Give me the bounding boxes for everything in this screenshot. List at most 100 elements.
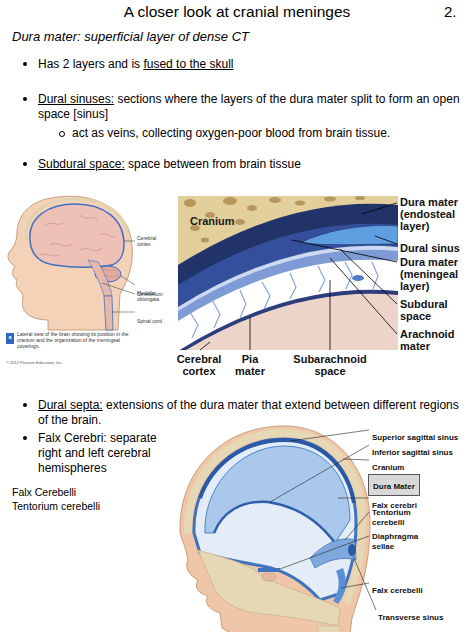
- figure-label: Cerebral cortex: [174, 353, 224, 377]
- figure-label: Transverse sinus: [378, 613, 443, 623]
- page-title: A closer look at cranial meninges: [124, 3, 351, 21]
- bullet-item: act as veins, collecting oxygen-poor blo…: [72, 126, 464, 141]
- head-lateral-figure-part: [30, 204, 124, 267]
- figure-label: Inferior sagittal sinus: [372, 448, 453, 458]
- meninges-section-part: [300, 226, 398, 245]
- head-sagittal-figure-part: [318, 626, 340, 632]
- underlined-term: Dural septa:: [38, 398, 103, 412]
- bullet-text: act as veins, collecting oxygen-poor blo…: [72, 126, 390, 140]
- meninges-section-part: [352, 275, 364, 281]
- head-sagittal-figure-part: [200, 440, 354, 503]
- head-lateral-figure-part: [88, 260, 112, 296]
- figure-label: Cerebral cortex: [137, 236, 171, 248]
- meninges-section-part-part: [247, 205, 257, 211]
- head-sagittal-figure-part: [180, 426, 370, 632]
- head-lateral-figure-part: [40, 215, 116, 256]
- underlined-term: Dural sinuses:: [38, 92, 114, 106]
- label-holder: Arachnoid mater: [400, 328, 464, 352]
- bullet-text: space between from brain tissue: [128, 157, 301, 171]
- label-holder: Medulla oblongata: [137, 291, 171, 303]
- note-text: Falx Cerebelli: [12, 486, 76, 499]
- label-holder: Dura mater: superficial layer of dense C…: [12, 27, 249, 45]
- figure-label: Diaphragma sellae: [372, 532, 432, 551]
- label-holder: Spinal cord: [137, 309, 162, 327]
- label-holder: Cerebral cortex: [174, 353, 224, 377]
- label-holder: Dural sinus: [400, 238, 460, 256]
- page-number: 2.: [444, 3, 457, 21]
- label-holder: Subarachnoid space: [288, 353, 372, 377]
- bullet-item: Dural sinuses:sections where the layers …: [38, 92, 466, 122]
- label-holder: Subdural space: [400, 298, 462, 322]
- label-holder: Diaphragma sellae: [372, 532, 432, 551]
- figure-label: Cranium: [190, 215, 235, 227]
- head-sagittal-figure-part: [214, 502, 335, 543]
- figure-label: Medulla oblongata: [137, 291, 171, 303]
- head-lateral-figure-part: [104, 296, 113, 330]
- meninges-section-part-part: [235, 219, 245, 225]
- label-holder: Pia mater: [230, 353, 270, 377]
- meninges-section-part-part: [295, 201, 305, 206]
- label-holder: Lateral view of the brain showing its po…: [17, 332, 129, 349]
- label-holder: Transverse sinus: [378, 606, 443, 624]
- head-sagittal-figure-part: [333, 568, 346, 604]
- figure-label: Subarachnoid space: [288, 353, 372, 377]
- head-lateral-figure-part: [8, 196, 132, 330]
- figure-label: Arachnoid mater: [400, 328, 464, 352]
- head-sagittal-figure-part: [270, 430, 376, 610]
- copyright-note: © 2012 Pearson Education, Inc.: [6, 361, 63, 366]
- bullet-item: Has 2 layers and isfused to the skull: [38, 57, 463, 72]
- label-holder: 2.: [444, 3, 457, 21]
- head-lateral-figure: [8, 196, 135, 330]
- figure-label: Tentorium cerebelli: [372, 508, 432, 527]
- figure-label: Superior sagittal sinus: [372, 433, 458, 443]
- figure-label: Cranium: [372, 463, 404, 473]
- figure-letter-box: a: [6, 333, 14, 344]
- head-lateral-figure-part: [102, 241, 135, 312]
- head-sagittal-figure-part: [262, 573, 276, 581]
- bullet-item: Falx Cerebri: separate right and left ce…: [38, 431, 173, 476]
- label-holder: Falx Cerebelli: [12, 482, 76, 500]
- figure-label: Dural sinus: [400, 242, 460, 254]
- meninges-section-part-part: [201, 238, 209, 243]
- header-box: Dura Mater: [368, 474, 420, 496]
- bullet-item: Subdural space:space between from brain …: [38, 157, 463, 172]
- meninges-section-part-part: [355, 196, 365, 200]
- underlined-term: fused to the skull: [143, 57, 233, 71]
- label-holder: Tentorium cerebelli: [372, 508, 432, 527]
- figure-label: Spinal cord: [137, 319, 162, 325]
- label-holder: Tentorium cerebelli: [12, 496, 100, 514]
- note-text: Tentorium cerebelli: [12, 500, 100, 513]
- label-holder: Cranium: [190, 211, 235, 229]
- meninges-section-part-part: [223, 197, 237, 205]
- bullet-text: Has 2 layers and is: [38, 57, 140, 71]
- label-holder: Dura mater (meningeal layer): [400, 256, 470, 292]
- meninges-section-part: [178, 294, 398, 350]
- head-sagittal-figure: [180, 426, 376, 632]
- label-holder: © 2012 Pearson Education, Inc.: [6, 350, 63, 368]
- label-holder: Cranium: [372, 456, 404, 474]
- figure-caption: Lateral view of the brain showing its po…: [17, 332, 129, 349]
- label-holder: Inferior sagittal sinus: [372, 441, 453, 459]
- section-heading: Dura mater: superficial layer of dense C…: [12, 29, 249, 45]
- head-sagittal-figure-part: [258, 568, 280, 572]
- meninges-section-part-part: [269, 197, 281, 203]
- title-holder: A closer look at cranial meninges: [0, 3, 474, 21]
- figure-label: Dura mater (meningeal layer): [400, 256, 470, 292]
- figure-label: Falx cerebelli: [372, 586, 423, 596]
- figure-label: Dura mater (endosteal layer): [400, 196, 470, 232]
- node-text: a: [6, 333, 14, 341]
- label-holder: Falx cerebelli: [372, 579, 423, 597]
- label-holder: Superior sagittal sinus: [372, 426, 458, 444]
- node-text: Dura Mater: [369, 480, 419, 493]
- figure-label: Pia mater: [230, 353, 270, 377]
- meninges-section-part: [190, 262, 378, 338]
- bullet-text: Falx Cerebri: separate right and left ce…: [38, 431, 157, 475]
- label-holder: Dura mater (endosteal layer): [400, 196, 470, 232]
- underlined-term: Subdural space:: [38, 157, 125, 171]
- meninges-section: [178, 196, 398, 350]
- meninges-section-part-part: [324, 197, 336, 202]
- label-holder: Cerebral cortex: [137, 236, 171, 248]
- meninges-section-part-part: [184, 199, 196, 207]
